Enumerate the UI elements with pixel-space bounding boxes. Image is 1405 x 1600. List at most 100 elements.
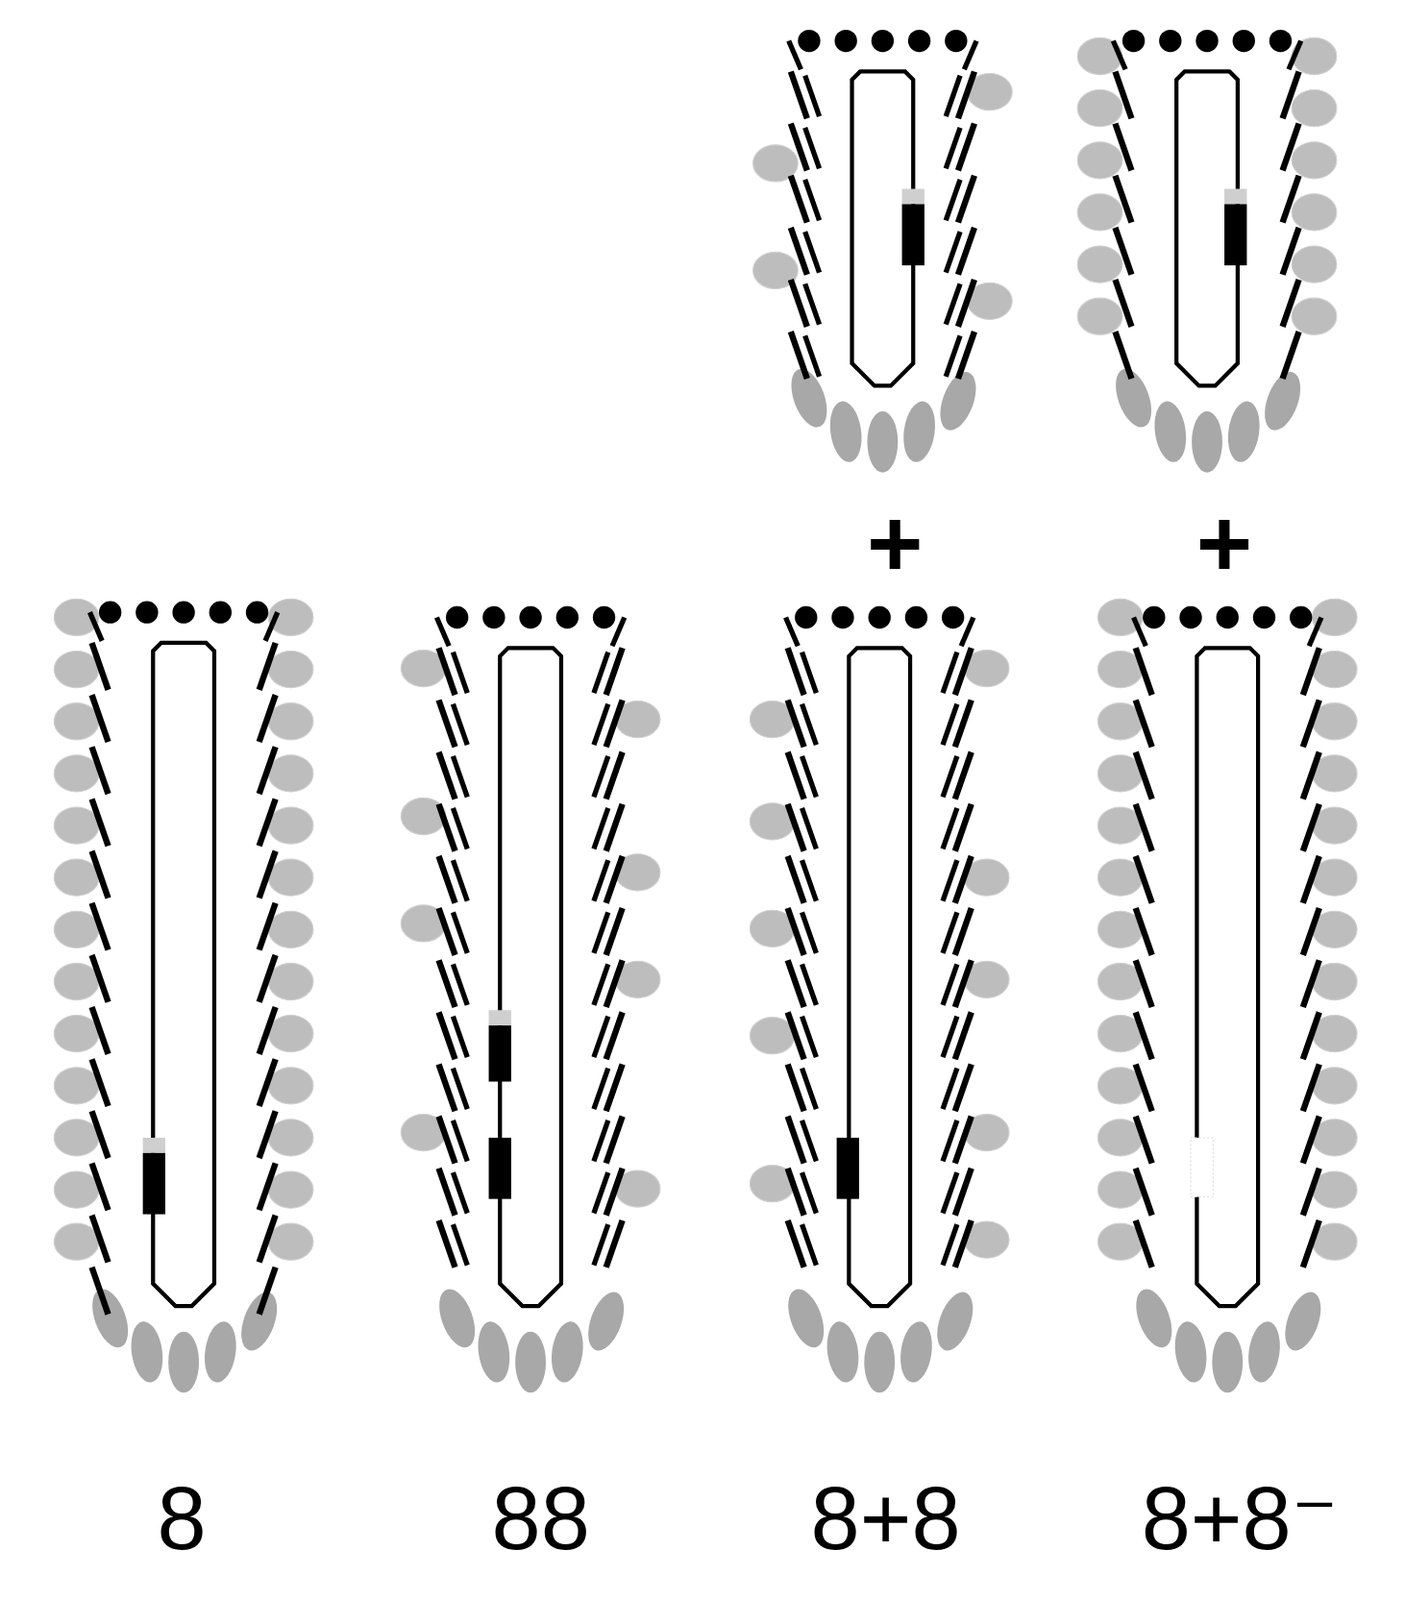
wall-line <box>1303 804 1320 852</box>
wall-line <box>961 616 974 646</box>
wall-line <box>1282 331 1300 379</box>
wall-line <box>802 1172 817 1213</box>
inner-tube <box>499 647 562 1307</box>
wall-line <box>89 612 102 641</box>
wall-line <box>452 860 468 901</box>
wall-line <box>259 903 276 951</box>
wall-line <box>452 1016 468 1058</box>
wall-line <box>1282 279 1300 327</box>
side-cell <box>53 1119 99 1157</box>
wall-line <box>593 652 609 693</box>
wall-line <box>436 616 449 646</box>
side-cell <box>268 650 314 688</box>
wall-line <box>1135 1011 1153 1060</box>
wall-line <box>1114 279 1132 327</box>
wall-line <box>92 1110 109 1159</box>
wall-line <box>92 1059 109 1107</box>
top-dot <box>172 600 195 623</box>
wall-line <box>942 1172 958 1213</box>
wall-line <box>92 955 109 1003</box>
side-cell <box>1291 246 1337 283</box>
wall-line <box>1112 41 1126 71</box>
side-cell <box>1291 194 1337 231</box>
side-cell <box>53 1015 99 1053</box>
side-cell <box>53 755 99 792</box>
wall-line <box>452 1224 468 1265</box>
top-dot <box>871 29 894 52</box>
wall-line <box>593 808 609 849</box>
wall-line <box>1303 908 1320 956</box>
wall-line <box>452 963 468 1005</box>
wall-line <box>1282 123 1300 172</box>
panel-label: 88 <box>492 1474 591 1563</box>
wall-line <box>1303 1063 1320 1111</box>
wall-line <box>805 127 820 169</box>
side-cell <box>1291 90 1337 127</box>
top-dot <box>209 600 232 623</box>
wall-line <box>92 1162 109 1210</box>
wall-line <box>1135 699 1153 747</box>
top-dot <box>1216 606 1239 629</box>
top-dot <box>556 606 579 629</box>
side-cell <box>53 1171 99 1208</box>
panel-label: 8+8⁻ <box>1141 1474 1339 1563</box>
wall-line <box>945 231 961 272</box>
wall-line <box>805 283 820 324</box>
black-marker <box>902 203 925 266</box>
black-marker <box>1224 203 1247 266</box>
wall-line <box>259 694 276 742</box>
bottom-cell <box>1109 364 1159 433</box>
wall-line <box>942 1120 958 1161</box>
wall-line <box>1303 752 1320 800</box>
wall-line <box>593 860 609 901</box>
wall-line <box>1114 175 1132 223</box>
wall-line <box>1303 699 1320 747</box>
side-cell <box>53 650 99 688</box>
top-dot <box>1179 606 1202 629</box>
wall-line <box>1135 1116 1153 1164</box>
side-cell <box>268 1223 314 1260</box>
top-dot <box>831 606 854 629</box>
side-cell <box>268 1067 314 1105</box>
wall-line <box>1308 616 1322 646</box>
wall-line <box>802 808 817 849</box>
top-dot <box>794 606 817 629</box>
bottom-cell <box>826 398 865 465</box>
wall-line <box>92 798 109 846</box>
top-dot <box>1253 606 1276 629</box>
bottom-cell <box>863 1331 895 1394</box>
plus-sign: + <box>866 494 923 592</box>
wall-line <box>942 860 958 901</box>
wall-line <box>802 652 817 693</box>
side-cell <box>400 797 446 835</box>
wall-line <box>259 1007 276 1055</box>
wall-line <box>802 912 817 953</box>
wall-line <box>259 1110 276 1159</box>
side-cell <box>1077 246 1123 283</box>
bottom-cell <box>781 1283 832 1353</box>
side-cell <box>268 1171 314 1208</box>
top-dot <box>1142 606 1165 629</box>
wall-line <box>593 1016 609 1058</box>
wall-line <box>259 955 276 1003</box>
side-cell <box>268 1119 314 1157</box>
bottom-cell <box>823 1319 863 1385</box>
panel-label: 8 <box>156 1474 206 1563</box>
bottom-cell <box>474 1319 514 1385</box>
wall-line <box>593 756 609 797</box>
top-dot <box>246 600 269 623</box>
wall-line <box>1135 752 1153 800</box>
wall-line <box>945 179 961 221</box>
bottom-cell <box>1191 411 1223 473</box>
bottom-cell <box>896 1319 936 1385</box>
wall-line <box>1133 616 1147 646</box>
wall-line <box>1135 856 1153 904</box>
bottom-cell <box>581 1287 632 1356</box>
top-dot <box>1122 29 1145 52</box>
wall-line <box>1282 71 1300 119</box>
wall-line <box>1303 1168 1320 1216</box>
side-cell <box>53 962 99 1000</box>
bottom-cell <box>432 1283 483 1353</box>
wall-line <box>92 1215 109 1263</box>
wall-line <box>802 1120 817 1161</box>
